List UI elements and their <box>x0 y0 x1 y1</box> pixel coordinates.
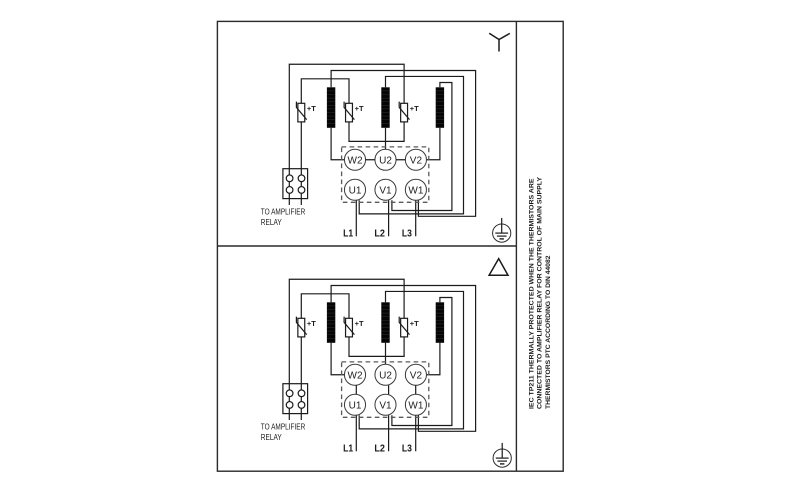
svg-text:IEC TP211 THERMALLY PROTECTED: IEC TP211 THERMALLY PROTECTED WHEN THE T… <box>528 178 535 409</box>
svg-text:CONNECTED TO AMPLIFIER RELAY F: CONNECTED TO AMPLIFIER RELAY FOR CONTROL… <box>537 177 544 409</box>
svg-text:THERMISTORS PTC ACCORDING TO D: THERMISTORS PTC ACCORDING TO DIN 44082 <box>545 255 552 409</box>
